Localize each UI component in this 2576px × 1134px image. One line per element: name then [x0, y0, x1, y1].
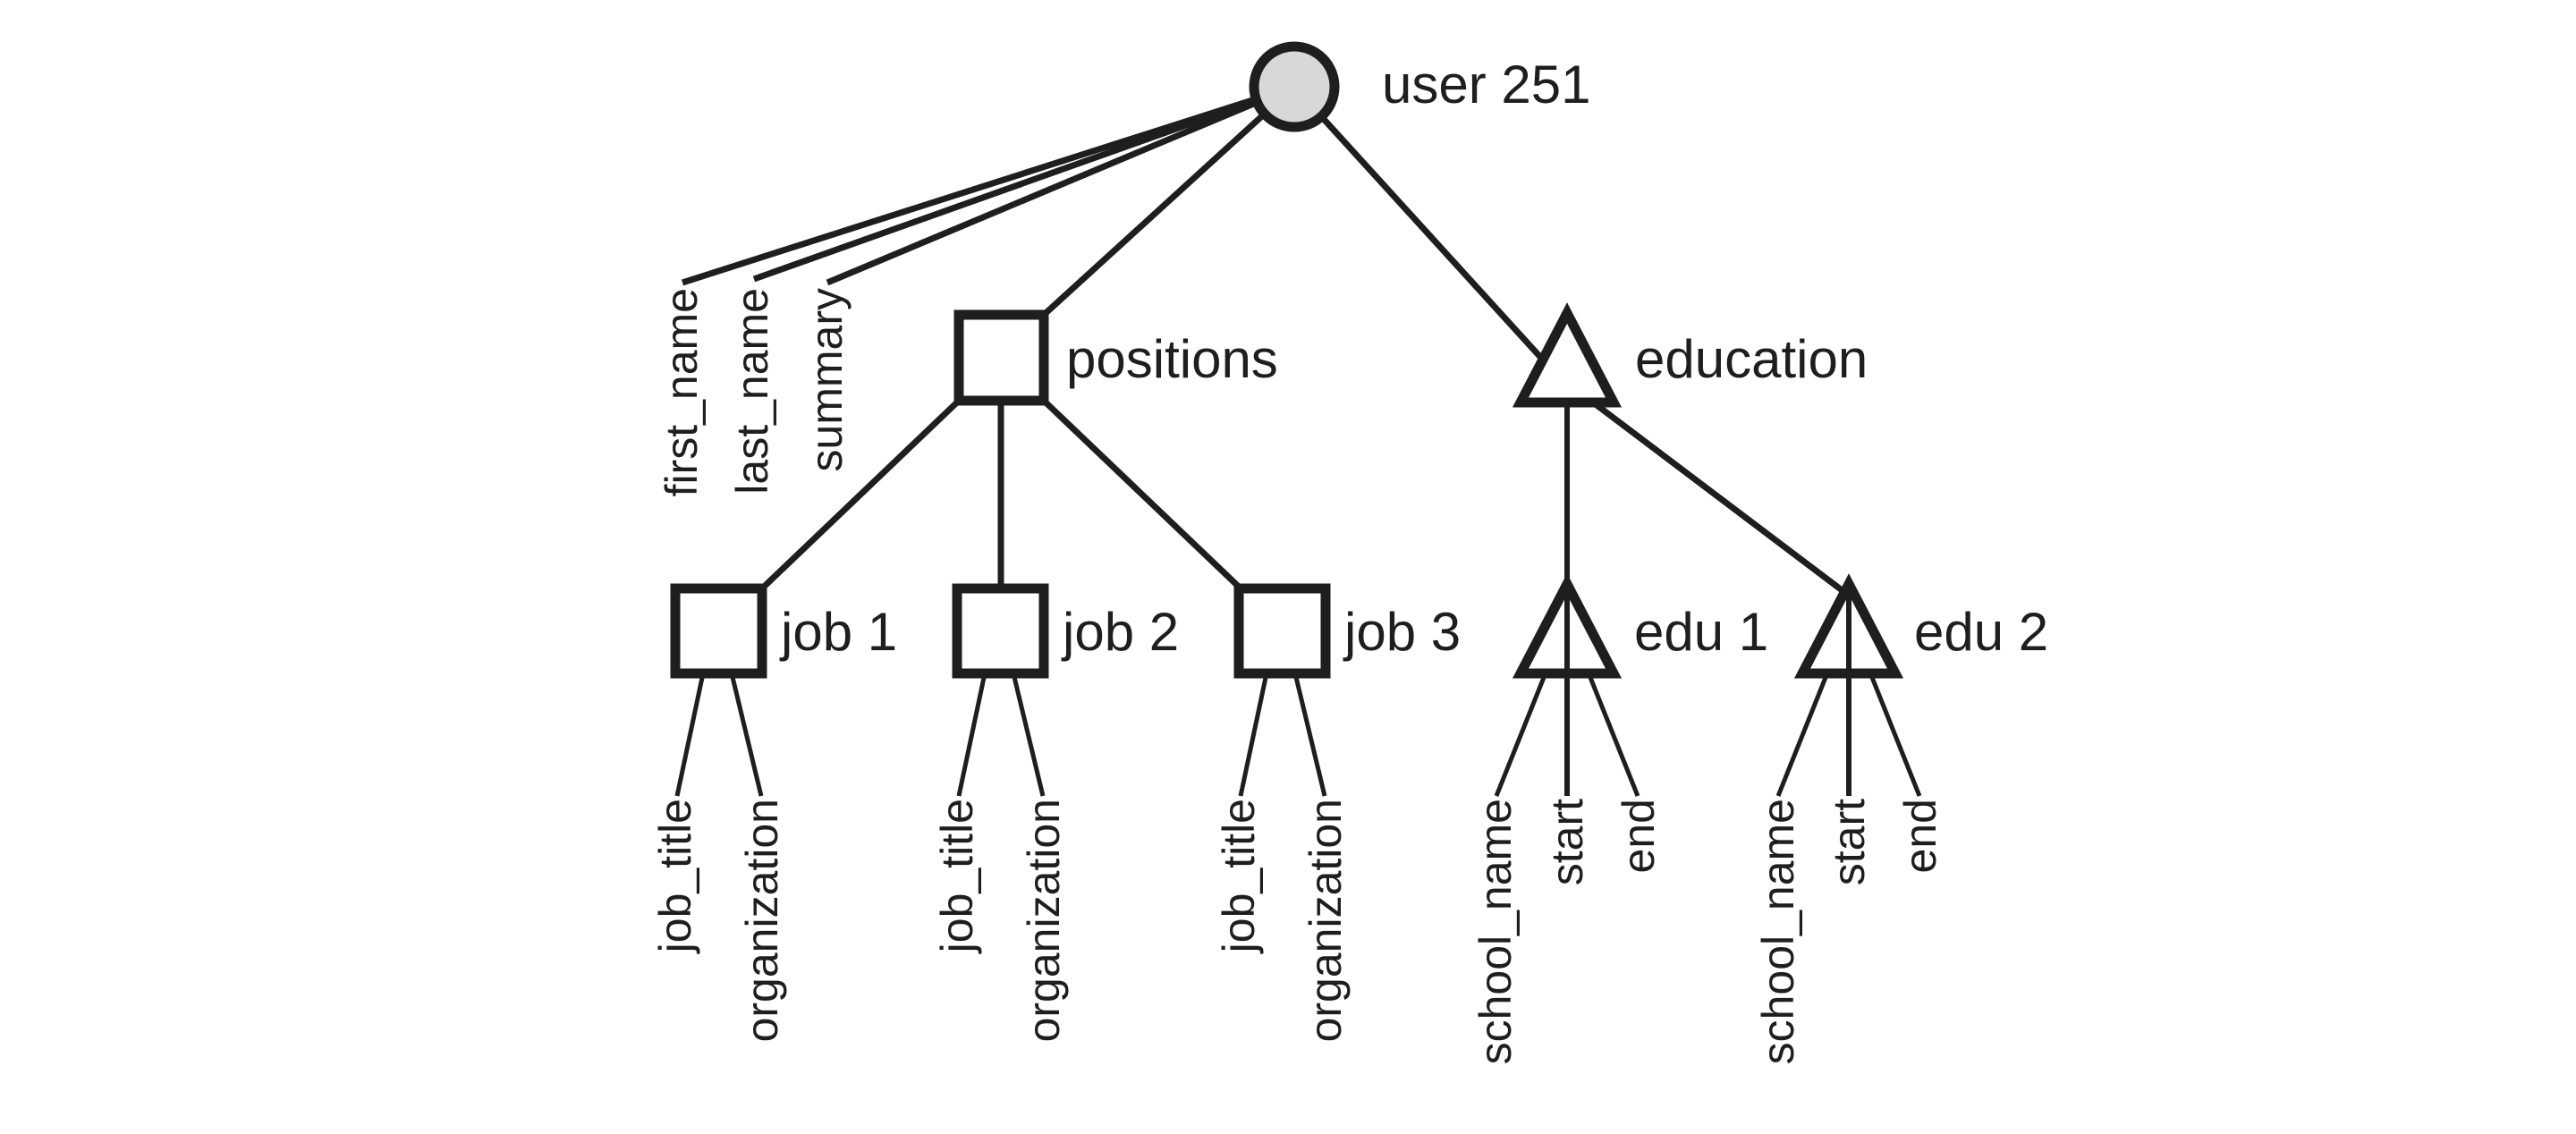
leaf-label-job1-organization: organization: [737, 799, 787, 1043]
job3-node-label: job 3: [1344, 602, 1462, 662]
leaf-label-root-first-name: first_name: [657, 288, 707, 497]
leaf-label-job3-organization: organization: [1301, 799, 1351, 1043]
positions-node-square: [953, 309, 1049, 406]
leaf-label-job1-job-title: job_title: [650, 799, 700, 953]
leaf-label-edu1-school-name: school_name: [1470, 799, 1521, 1065]
edge-root-education: [1292, 84, 1570, 389]
leaf-label-edu2-school-name: school_name: [1753, 799, 1803, 1065]
edge-job3-job-title: [1238, 673, 1269, 797]
edu1-node-label: edu 1: [1634, 602, 1769, 662]
root-node-label: user 251: [1382, 55, 1591, 114]
job1-node-label: job 1: [781, 602, 898, 662]
education-node-triangle: [1512, 302, 1623, 408]
edge-job1-job-title: [674, 673, 706, 797]
edu2-node-label: edu 2: [1914, 602, 2049, 662]
edge-positions-job1: [759, 398, 962, 591]
job3-node-square: [1233, 583, 1331, 679]
root-node-circle: [1249, 41, 1340, 132]
leaf-label-root-last-name: last_name: [727, 288, 777, 495]
leaf-label-edu1-start: start: [1542, 799, 1592, 886]
leaf-label-job3-job-title: job_title: [1214, 799, 1264, 953]
edge-root-positions: [1041, 84, 1297, 317]
edge-edu2-school-name: [1775, 674, 1829, 797]
job2-node-label: job 2: [1063, 602, 1180, 662]
edge-job2-job-title: [956, 673, 987, 797]
edge-positions-job3: [1041, 398, 1243, 591]
edge-root-last-name: [752, 83, 1296, 283]
leaf-label-edu2-start: start: [1824, 799, 1874, 886]
tree-nodes: [670, 41, 1904, 679]
positions-node-label: positions: [1066, 329, 1278, 389]
leaf-label-edu2-end: end: [1895, 799, 1945, 874]
job2-node-square: [952, 583, 1049, 679]
leaf-label-edu1-end: end: [1614, 799, 1664, 874]
edge-job2-organization: [1011, 673, 1046, 797]
edge-education-edu2: [1564, 380, 1847, 595]
leaf-label-root-summary: summary: [801, 288, 852, 472]
leaf-label-job2-organization: organization: [1019, 799, 1069, 1043]
tree-edges: [681, 83, 1847, 595]
edge-root-first-name: [681, 83, 1296, 286]
job1-node-square: [670, 583, 767, 679]
edge-job3-organization: [1292, 673, 1327, 797]
leaf-edges: [674, 402, 1922, 797]
edge-edu1-school-name: [1494, 674, 1547, 797]
leaf-label-job2-job-title: job_title: [932, 799, 982, 953]
edge-edu1-end: [1587, 674, 1640, 797]
edge-edu2-end: [1868, 674, 1922, 797]
edge-job1-organization: [729, 673, 764, 797]
education-node-label: education: [1635, 329, 1868, 389]
edge-root-summary: [826, 83, 1296, 286]
